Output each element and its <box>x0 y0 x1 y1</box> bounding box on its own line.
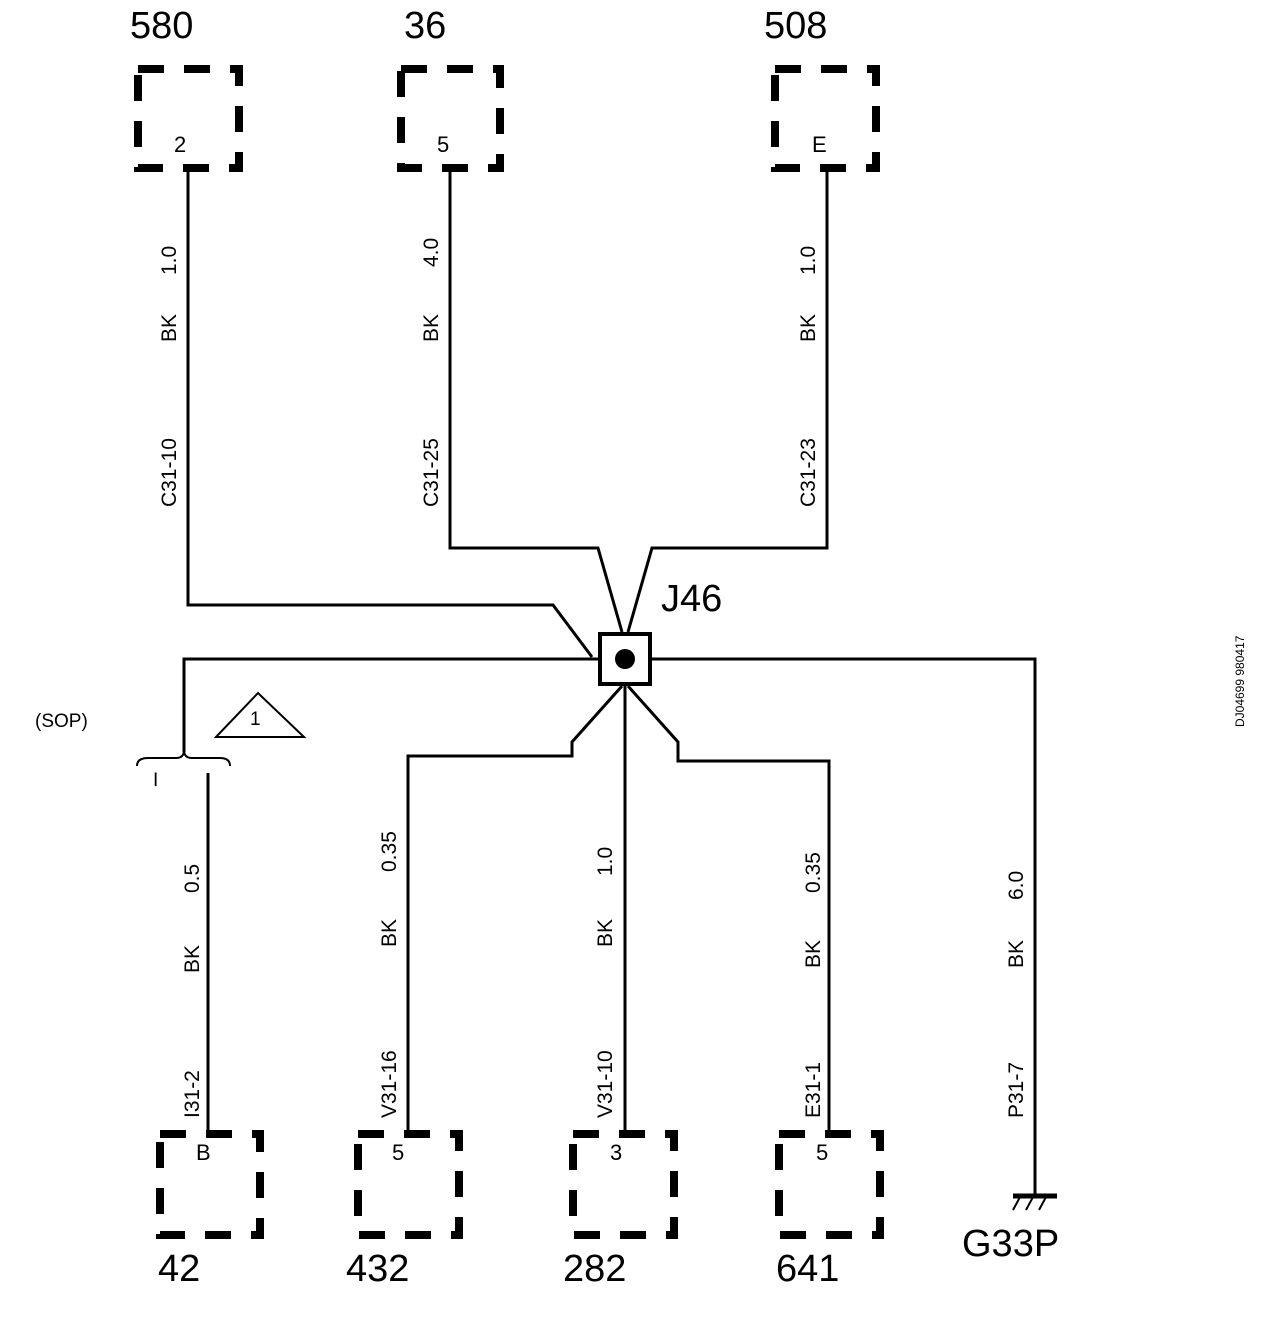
variant-label: (SOP) <box>35 711 88 732</box>
wire-color: BK <box>1005 940 1028 968</box>
component-id: 282 <box>563 1248 626 1290</box>
pin-label: 3 <box>610 1140 622 1165</box>
pin-label: 5 <box>437 132 449 157</box>
wire-size: 6.0 <box>1005 871 1028 900</box>
wire-c31-10[interactable] <box>186 172 594 658</box>
wire-connector: C31-23 <box>797 438 820 507</box>
pin-label: B <box>196 1140 211 1165</box>
wire-color: BK <box>158 314 181 342</box>
wire-size: 0.35 <box>802 852 825 893</box>
component-id: 432 <box>346 1248 409 1290</box>
wire-color: BK <box>594 919 617 947</box>
pin-label: 5 <box>816 1140 828 1165</box>
component-id: 508 <box>764 5 827 47</box>
wire-p31-7[interactable] <box>650 657 1037 1196</box>
wire-size: 0.35 <box>378 831 401 872</box>
wire-connector: P31-7 <box>1005 1062 1028 1118</box>
wire-connector: I31-2 <box>181 1070 204 1118</box>
wire-v31-16[interactable] <box>406 685 624 1136</box>
wire-label-p31-7: 6.0 BK P31-7 <box>1005 871 1028 1118</box>
component-id: 36 <box>404 5 446 47</box>
wire-label-c31-25: 4.0 BK C31-25 <box>420 238 443 507</box>
component-id: 641 <box>776 1248 839 1290</box>
ground-label: G33P <box>962 1223 1059 1265</box>
wire-color: BK <box>420 314 443 342</box>
wire-color: BK <box>181 945 204 973</box>
component-36[interactable]: 36 5 <box>397 5 504 172</box>
wire-label-c31-23: 1.0 BK C31-23 <box>797 246 820 507</box>
wire-label-v31-10: 1.0 BK V31-10 <box>594 847 617 1118</box>
component-580[interactable]: 580 2 <box>130 5 243 172</box>
wire-label-c31-10: 1.0 BK C31-10 <box>158 246 181 507</box>
variant-sop: (SOP) 1 I <box>35 691 307 791</box>
component-432[interactable]: 5 432 <box>346 1130 463 1290</box>
wire-size: 1.0 <box>158 246 181 275</box>
wire-e31-1[interactable] <box>626 685 831 1136</box>
brace-icon <box>136 749 231 767</box>
component-42[interactable]: B 42 <box>156 1130 264 1290</box>
drawing-code: DJ04699 980417 <box>1233 635 1247 727</box>
wire-size: 1.0 <box>594 847 617 876</box>
wire-size: 0.5 <box>181 864 204 893</box>
wire-connector: V31-10 <box>594 1050 617 1118</box>
splice-dot-icon <box>615 649 635 669</box>
wire-color: BK <box>797 314 820 342</box>
junction-j46[interactable]: J46 <box>598 578 722 686</box>
wire-sop-branch[interactable] <box>182 657 600 752</box>
note-triangle-icon <box>213 691 307 738</box>
wire-label-i31-2: 0.5 BK I31-2 <box>181 864 204 1118</box>
wire-connector: V31-16 <box>378 1050 401 1118</box>
wire-color: BK <box>378 919 401 947</box>
ground-g33p[interactable]: G33P <box>962 1193 1059 1265</box>
component-508[interactable]: 508 E <box>764 5 880 172</box>
note-number: 1 <box>250 709 261 730</box>
pin-label: E <box>812 132 827 157</box>
pin-label: 2 <box>174 132 186 157</box>
component-id: 580 <box>130 5 193 47</box>
wire-label-e31-1: 0.35 BK E31-1 <box>802 852 825 1118</box>
wire-c31-25[interactable] <box>448 172 624 633</box>
wire-connector: C31-25 <box>420 438 443 507</box>
junction-label: J46 <box>661 578 722 620</box>
component-id: 42 <box>158 1248 200 1290</box>
branch-mark: I <box>153 770 158 791</box>
wire-color: BK <box>802 940 825 968</box>
pin-label: 5 <box>392 1140 404 1165</box>
wire-size: 4.0 <box>420 238 443 267</box>
wire-label-v31-16: 0.35 BK V31-16 <box>378 831 401 1118</box>
wire-c31-23[interactable] <box>626 172 829 633</box>
wire-size: 1.0 <box>797 246 820 275</box>
component-641[interactable]: 5 641 <box>775 1130 884 1290</box>
wire-connector: E31-1 <box>802 1062 825 1118</box>
component-282[interactable]: 3 282 <box>563 1130 678 1290</box>
wire-connector: C31-10 <box>158 438 181 507</box>
